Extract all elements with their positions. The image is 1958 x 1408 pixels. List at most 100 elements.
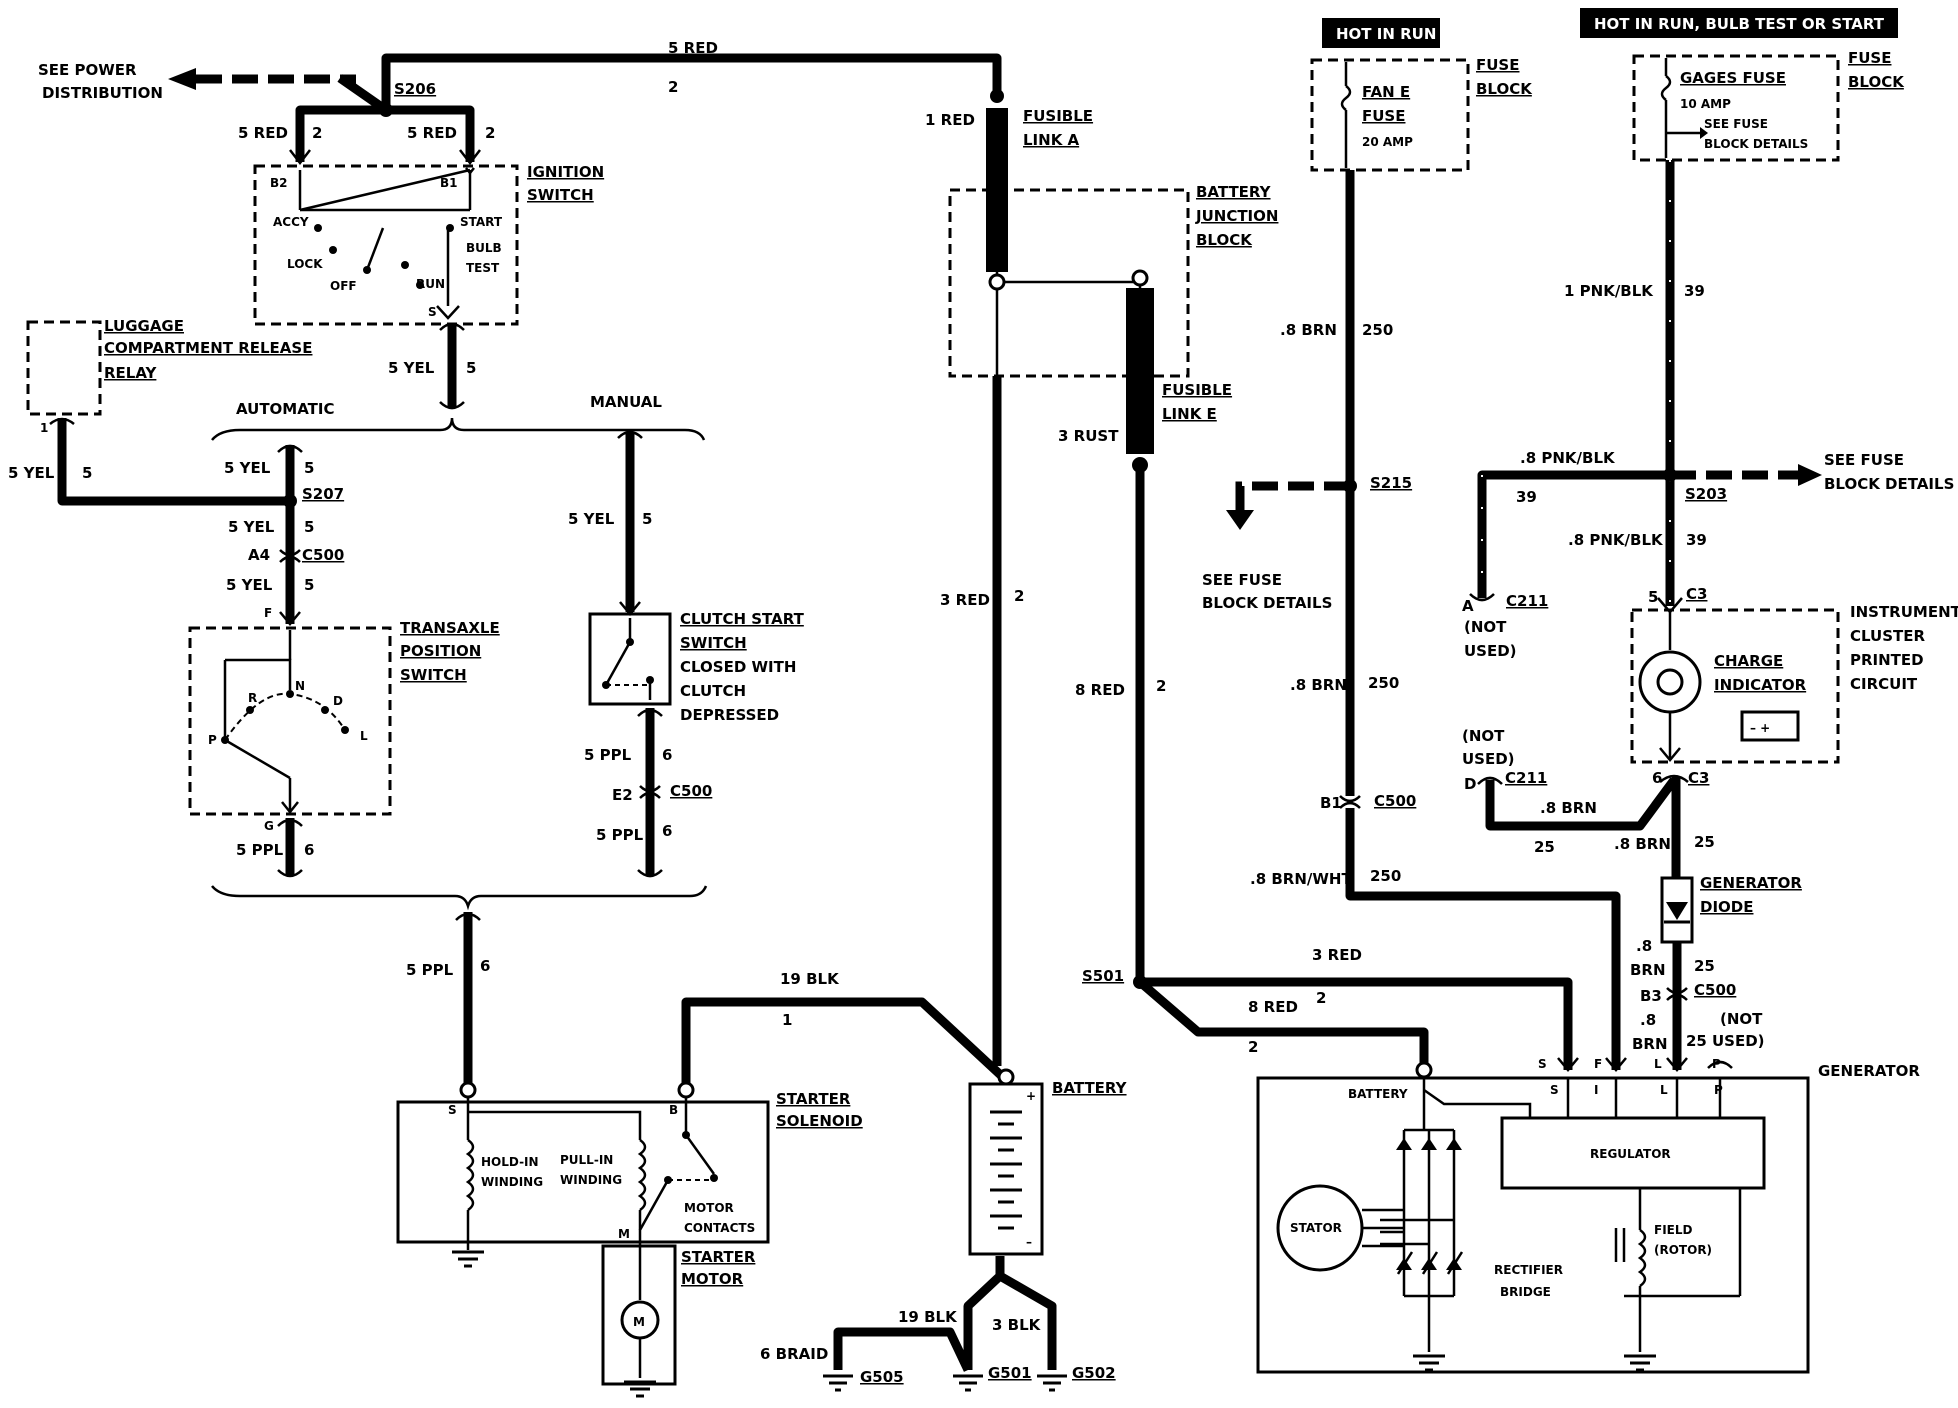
svg-text:3 RED: 3 RED	[1312, 946, 1362, 964]
power-distribution-group: SEE POWER DISTRIBUTION S206	[38, 61, 436, 102]
svg-text:–: –	[1026, 1235, 1032, 1249]
svg-text:GENERATOR: GENERATOR	[1700, 874, 1802, 892]
svg-text:BULB: BULB	[466, 241, 502, 255]
svg-text:JUNCTION: JUNCTION	[1195, 207, 1278, 225]
svg-text:BATTERY: BATTERY	[1348, 1087, 1408, 1101]
arrow-right-icon	[1798, 464, 1822, 486]
svg-text:D: D	[1464, 775, 1476, 793]
clutch-start-switch: CLUTCH START SWITCH CLOSED WITH CLUTCH D…	[584, 610, 805, 878]
svg-text:S: S	[448, 1103, 457, 1117]
svg-text:HOLD-IN: HOLD-IN	[481, 1155, 539, 1169]
svg-text:S: S	[1538, 1057, 1547, 1071]
svg-text:STARTER: STARTER	[776, 1090, 851, 1108]
svg-text:– +: – +	[1750, 721, 1770, 735]
svg-text:6: 6	[1652, 769, 1662, 787]
branch-bracket: AUTOMATIC MANUAL	[211, 393, 706, 441]
svg-text:(NOT: (NOT	[1462, 727, 1505, 745]
svg-text:5 PPL: 5 PPL	[596, 826, 644, 844]
svg-text:FUSE: FUSE	[1848, 49, 1891, 67]
power-distribution-label-2: DISTRIBUTION	[42, 84, 163, 102]
svg-text:N: N	[295, 679, 305, 693]
svg-text:REGULATOR: REGULATOR	[1590, 1147, 1671, 1161]
manual-branch: 5 YEL 5	[568, 430, 652, 616]
svg-text:MOTOR: MOTOR	[681, 1270, 744, 1288]
svg-text:BLOCK: BLOCK	[1848, 73, 1905, 91]
svg-text:RECTIFIER: RECTIFIER	[1494, 1263, 1563, 1277]
svg-text:3 RUST: 3 RUST	[1058, 427, 1119, 445]
svg-text:LINK A: LINK A	[1023, 131, 1080, 149]
ignition-switch: 5 RED 2 5 RED 2 B2 B1 ACCY LOCK OFF RUN …	[238, 105, 604, 410]
svg-text:C500: C500	[1694, 981, 1736, 999]
battery: + – BATTERY	[968, 1068, 1128, 1256]
svg-text:6: 6	[662, 822, 672, 840]
svg-text:SWITCH: SWITCH	[400, 666, 467, 684]
svg-text:MOTOR: MOTOR	[684, 1201, 734, 1215]
ignition-switch-box	[253, 164, 519, 326]
svg-text:BLOCK DETAILS: BLOCK DETAILS	[1202, 594, 1332, 612]
svg-text:STATOR: STATOR	[1290, 1221, 1342, 1235]
svg-text:2: 2	[485, 124, 495, 142]
svg-text:B3: B3	[1640, 987, 1662, 1005]
gages-fuse: HOT IN RUN, BULB TEST OR START GAGES FUS…	[1580, 8, 1905, 162]
svg-text:C500: C500	[1374, 792, 1416, 810]
svg-text:5: 5	[466, 359, 476, 377]
svg-text:SEE FUSE: SEE FUSE	[1824, 451, 1904, 469]
ignition-switch-label-2: SWITCH	[527, 186, 594, 204]
generator-label: GENERATOR	[1818, 1062, 1920, 1080]
power-distribution-label-1: SEE POWER	[38, 61, 137, 79]
splice-s206: S206	[394, 80, 436, 98]
svg-text:8 RED: 8 RED	[1248, 998, 1298, 1016]
svg-text:DIODE: DIODE	[1700, 898, 1753, 916]
svg-text:S: S	[1550, 1083, 1559, 1097]
svg-text:2: 2	[1316, 989, 1326, 1007]
starter-motor: M STARTER MOTOR	[601, 1244, 756, 1398]
fuse-icon	[1660, 75, 1672, 101]
diode-feed: .8 BRN 25	[1614, 776, 1715, 878]
svg-text:2: 2	[1156, 677, 1166, 695]
svg-text:10 AMP: 10 AMP	[1680, 97, 1731, 111]
svg-text:G501: G501	[988, 1364, 1032, 1382]
svg-text:I: I	[1594, 1083, 1598, 1097]
splice-s207: S207	[302, 485, 344, 503]
svg-text:HOT IN RUN, BULB TEST OR START: HOT IN RUN, BULB TEST OR START	[1594, 15, 1885, 33]
svg-text:PRINTED: PRINTED	[1850, 651, 1924, 669]
svg-text:FUSIBLE: FUSIBLE	[1023, 107, 1093, 125]
svg-text:RELAY: RELAY	[104, 364, 158, 382]
svg-text:19 BLK: 19 BLK	[898, 1308, 958, 1326]
svg-text:B1: B1	[1320, 794, 1342, 812]
svg-text:M: M	[618, 1227, 630, 1241]
svg-text:C3: C3	[1686, 585, 1707, 603]
svg-text:A4: A4	[248, 546, 270, 564]
diode-icon	[1666, 902, 1688, 920]
svg-text:BRIDGE: BRIDGE	[1500, 1285, 1551, 1299]
svg-text:TEST: TEST	[466, 261, 500, 275]
svg-text:BLOCK DETAILS: BLOCK DETAILS	[1824, 475, 1954, 493]
svg-text:LUGGAGE: LUGGAGE	[104, 317, 184, 335]
svg-text:CLUTCH: CLUTCH	[680, 682, 746, 700]
svg-text:G502: G502	[1072, 1364, 1116, 1382]
svg-text:39: 39	[1686, 531, 1707, 549]
svg-text:L: L	[360, 729, 368, 743]
svg-text:2: 2	[1248, 1038, 1258, 1056]
svg-text:BRN: BRN	[1630, 961, 1666, 979]
svg-text:.8 PNK/BLK: .8 PNK/BLK	[1520, 449, 1616, 467]
generator-l-wire: .8 BRN 25 B3 C500 .8 BRN 25 (NOT USED)	[1630, 937, 1765, 1072]
svg-text:3 BLK: 3 BLK	[992, 1316, 1042, 1334]
starter-feed: 5 PPL 6	[406, 912, 490, 1099]
svg-text:TRANSAXLE: TRANSAXLE	[400, 619, 500, 637]
svg-text:5 YEL: 5 YEL	[224, 459, 271, 477]
svg-text:250: 250	[1368, 674, 1399, 692]
svg-text:WINDING: WINDING	[560, 1173, 622, 1187]
svg-text:1: 1	[782, 1011, 792, 1029]
svg-text:1 PNK/BLK: 1 PNK/BLK	[1564, 282, 1654, 300]
svg-text:LINK E: LINK E	[1162, 405, 1217, 423]
svg-text:BATTERY: BATTERY	[1052, 1079, 1128, 1097]
svg-text:(NOT: (NOT	[1464, 618, 1507, 636]
svg-text:G505: G505	[860, 1368, 904, 1386]
svg-text:1 RED: 1 RED	[925, 111, 975, 129]
ignition-switch-label-1: IGNITION	[527, 163, 604, 181]
svg-text:FUSE: FUSE	[1362, 107, 1405, 125]
svg-text:5: 5	[304, 518, 314, 536]
top-wire-color: 5 RED	[668, 39, 718, 57]
svg-text:.8 BRN: .8 BRN	[1540, 799, 1597, 817]
